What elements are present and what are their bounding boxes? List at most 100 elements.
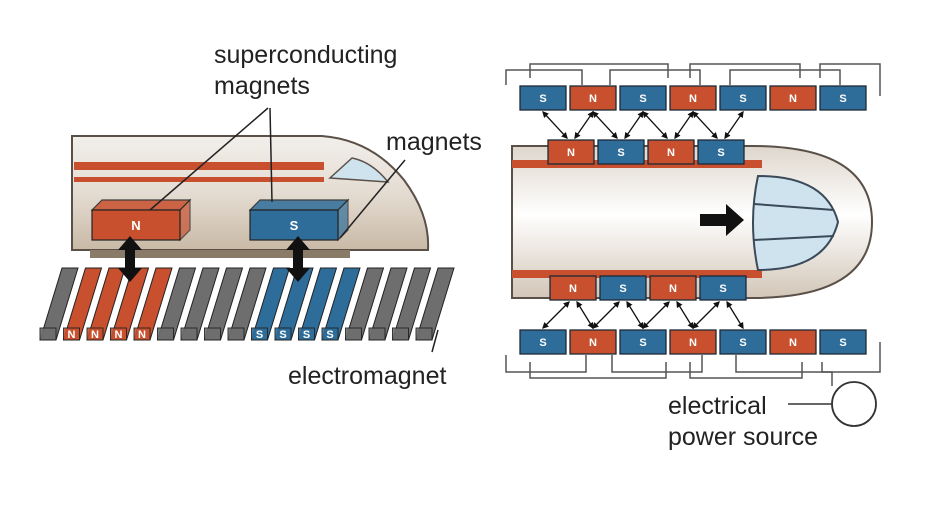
train-bottom-magnet-label: S	[619, 283, 626, 295]
right-train	[511, 145, 874, 299]
bottom-guideway-magnet-label: S	[839, 337, 846, 349]
track-bar-label: S	[303, 329, 310, 341]
train-top-magnet-label: N	[667, 147, 675, 159]
force-arrow	[542, 301, 570, 329]
label-magnets: magnets	[386, 128, 482, 156]
top-guideway-magnet: N	[669, 85, 717, 111]
bottom-guideway-magnet: N	[669, 329, 717, 355]
top-guideway-magnet: S	[719, 85, 767, 111]
lift-arrow	[286, 236, 310, 282]
force-arrow	[692, 111, 718, 139]
label-power-source: power source	[668, 423, 818, 451]
bottom-guideway-magnet-label: S	[639, 337, 646, 349]
power-source	[788, 381, 877, 427]
train-magnet-label: N	[131, 218, 140, 233]
bottom-guideway-magnet: N	[569, 329, 617, 355]
track-bar: N	[86, 267, 126, 341]
train-top-magnet-label: S	[617, 147, 624, 159]
bottom-guideway-magnet-label: N	[689, 337, 697, 349]
label-electrical: electrical	[668, 392, 767, 420]
force-arrow	[724, 110, 744, 140]
track-bar-label: N	[138, 329, 146, 341]
top-guideway-magnet-label: S	[539, 93, 546, 105]
track-bar-label: S	[326, 329, 333, 341]
track-bar: N	[62, 267, 103, 341]
left-pointer-lines	[149, 107, 439, 353]
train-magnet-label: S	[290, 218, 299, 233]
track-bar	[156, 267, 197, 341]
tube-window	[752, 174, 840, 272]
track-bar	[344, 267, 385, 341]
power-source-circle	[831, 381, 877, 427]
track-bar-label: S	[279, 329, 286, 341]
bottom-guideway-magnet-label: S	[739, 337, 746, 349]
train-bottom-magnet: N	[549, 275, 597, 301]
top-guideway-magnet-label: S	[639, 93, 646, 105]
train-stripe-top	[74, 162, 324, 170]
top-guideway-magnet-label: N	[589, 93, 597, 105]
bottom-guideway-magnet: S	[719, 329, 767, 355]
force-arrow	[692, 301, 720, 329]
top-guideway-magnet-label: N	[689, 93, 697, 105]
track-bar-label: S	[256, 329, 263, 341]
top-guideway-wiring	[505, 63, 881, 96]
track-bar-label: N	[91, 329, 99, 341]
force-arrow	[626, 300, 644, 330]
track-bar: S	[321, 267, 361, 341]
track-bar: S	[297, 267, 338, 341]
bottom-guideway-magnet: S	[519, 329, 567, 355]
bottom-guideway-magnet: N	[769, 329, 817, 355]
top-guideway-magnet: N	[769, 85, 817, 111]
train-top-magnet-label: S	[717, 147, 724, 159]
lift-arrow	[118, 236, 142, 282]
top-guideway-magnet: S	[619, 85, 667, 111]
train-bottom-magnet: S	[599, 275, 647, 301]
track-bar: S	[250, 267, 291, 341]
force-arrow	[592, 301, 620, 329]
label-superconducting: superconducting	[214, 41, 397, 69]
track-bar	[368, 267, 408, 341]
track-bar	[415, 267, 455, 341]
track-bar	[227, 267, 267, 341]
train-stripe-bottom	[74, 177, 324, 182]
train-top-magnet-label: N	[567, 147, 575, 159]
train-top-magnet: S	[597, 139, 645, 165]
label-electromagnet: electromagnet	[288, 362, 446, 390]
force-arrow	[542, 111, 568, 139]
force-arrow	[642, 111, 668, 139]
track-bar-label: N	[115, 329, 123, 341]
train-bottom-magnet-label: N	[569, 283, 577, 295]
bottom-guideway-magnet-label: S	[539, 337, 546, 349]
track-bar	[180, 267, 220, 341]
track-bar: N	[109, 267, 150, 341]
train-magnet-n: N	[90, 198, 192, 242]
force-arrow	[676, 300, 694, 330]
train-top-magnet: S	[697, 139, 745, 165]
top-guideway-magnet: S	[819, 85, 867, 111]
bottom-guideway-magnet-label: N	[789, 337, 797, 349]
train-bottom-magnet: S	[699, 275, 747, 301]
top-guideway-magnet-label: S	[839, 93, 846, 105]
top-guideway-magnet: N	[569, 85, 617, 111]
track-bar	[391, 267, 432, 341]
left-force-arrows	[118, 236, 310, 282]
train-window	[328, 157, 390, 183]
right-force-arrows	[542, 110, 744, 330]
train-bottom-magnet-label: S	[719, 283, 726, 295]
top-guideway-magnet-label: N	[789, 93, 797, 105]
train-magnet-s: S	[248, 198, 350, 242]
track-bar	[203, 267, 244, 341]
force-arrow	[576, 300, 594, 330]
force-arrow	[574, 110, 594, 140]
label-superconducting-magnets: magnets	[214, 72, 310, 100]
bottom-guideway-magnet: S	[619, 329, 667, 355]
train-undercarriage	[90, 250, 350, 258]
direction-arrow	[700, 204, 744, 236]
train-top-magnet: N	[647, 139, 695, 165]
bottom-guideway-magnet-label: N	[589, 337, 597, 349]
